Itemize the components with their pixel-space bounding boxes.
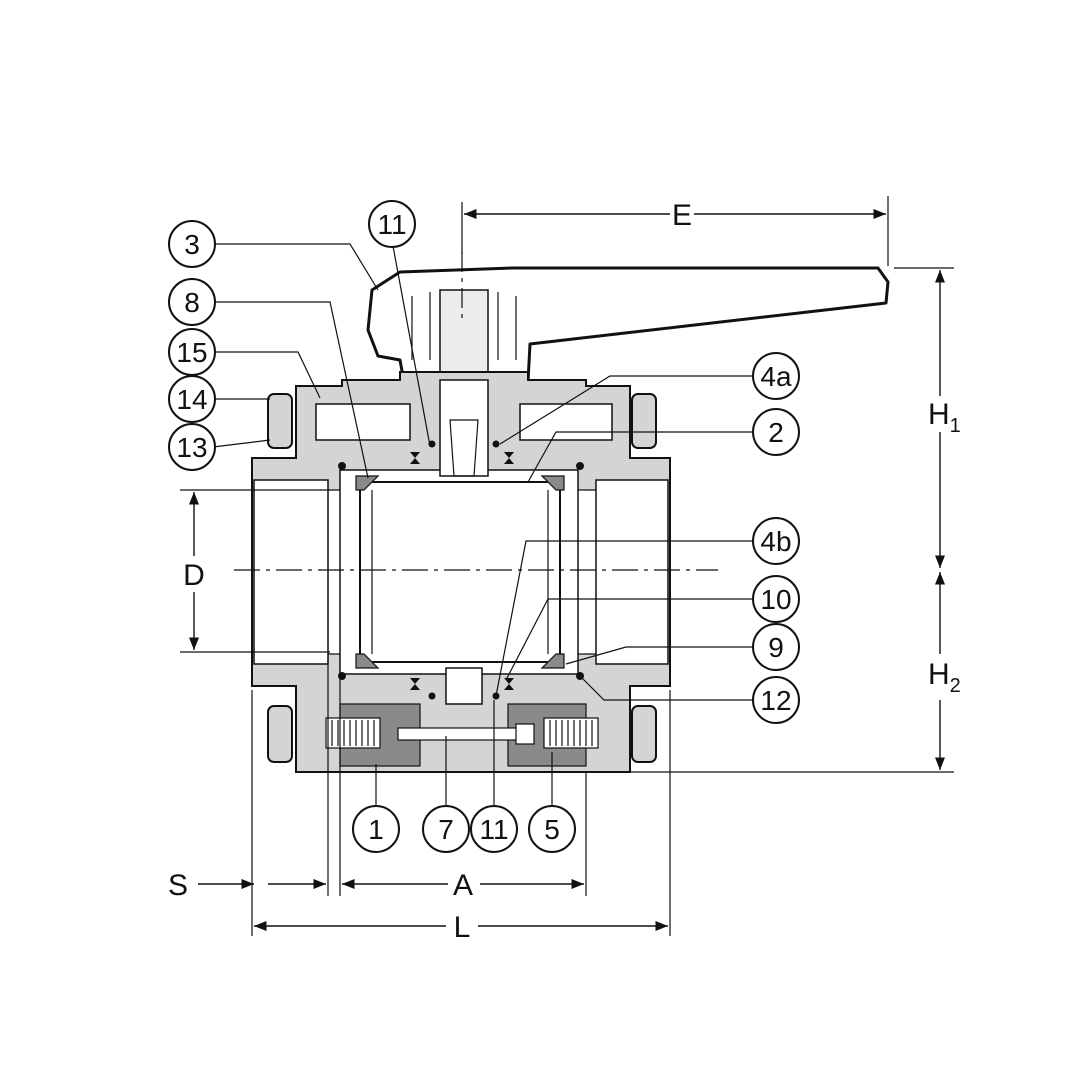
part-balloon: 10: [752, 575, 800, 623]
part-label: 4a: [760, 361, 792, 392]
part-label: 10: [760, 584, 791, 615]
lever-handle: [366, 266, 890, 384]
part-balloon: 4b: [752, 517, 800, 565]
dim-label-e: E: [672, 199, 692, 232]
part-label: 3: [184, 229, 200, 260]
part-label: 9: [768, 632, 784, 663]
dim-label-h2: H2: [928, 658, 961, 697]
part-balloon: 11: [368, 200, 416, 248]
part-balloon: 2: [752, 408, 800, 456]
dim-label-l: L: [454, 911, 471, 944]
union-nuts: [267, 393, 657, 763]
part-label: 14: [176, 384, 207, 415]
part-label: 13: [176, 432, 207, 463]
part-balloon: 4a: [752, 352, 800, 400]
part-label: 5: [544, 814, 560, 845]
leader-lines: [212, 243, 753, 806]
part-balloon: 14: [168, 375, 216, 423]
part-label: 12: [760, 685, 791, 716]
part-balloon: 9: [752, 623, 800, 671]
part-label: 4b: [760, 526, 791, 557]
part-label: 15: [176, 337, 207, 368]
part-balloon: 3: [168, 220, 216, 268]
part-label: 11: [377, 209, 406, 240]
part-label: 11: [479, 814, 508, 845]
part-balloon: 1: [352, 805, 400, 853]
part-balloon: 11: [470, 805, 518, 853]
dim-label-d: D: [183, 559, 205, 592]
part-balloon: 8: [168, 278, 216, 326]
dim-label-a: A: [453, 869, 473, 902]
dimension-lines: [180, 196, 954, 936]
part-label: 7: [438, 814, 454, 845]
part-label: 1: [368, 814, 384, 845]
dim-label-h1: H1: [928, 398, 961, 437]
part-balloon: 13: [168, 423, 216, 471]
part-balloon: 5: [528, 805, 576, 853]
valve-body: [251, 371, 671, 773]
dim-label-s: S: [168, 869, 188, 902]
center-lines: [234, 252, 718, 571]
part-balloon: 15: [168, 328, 216, 376]
part-balloon: 7: [422, 805, 470, 853]
part-label: 8: [184, 287, 200, 318]
lower-mechanism: [325, 703, 599, 767]
part-label: 2: [768, 417, 784, 448]
part-balloon: 12: [752, 676, 800, 724]
